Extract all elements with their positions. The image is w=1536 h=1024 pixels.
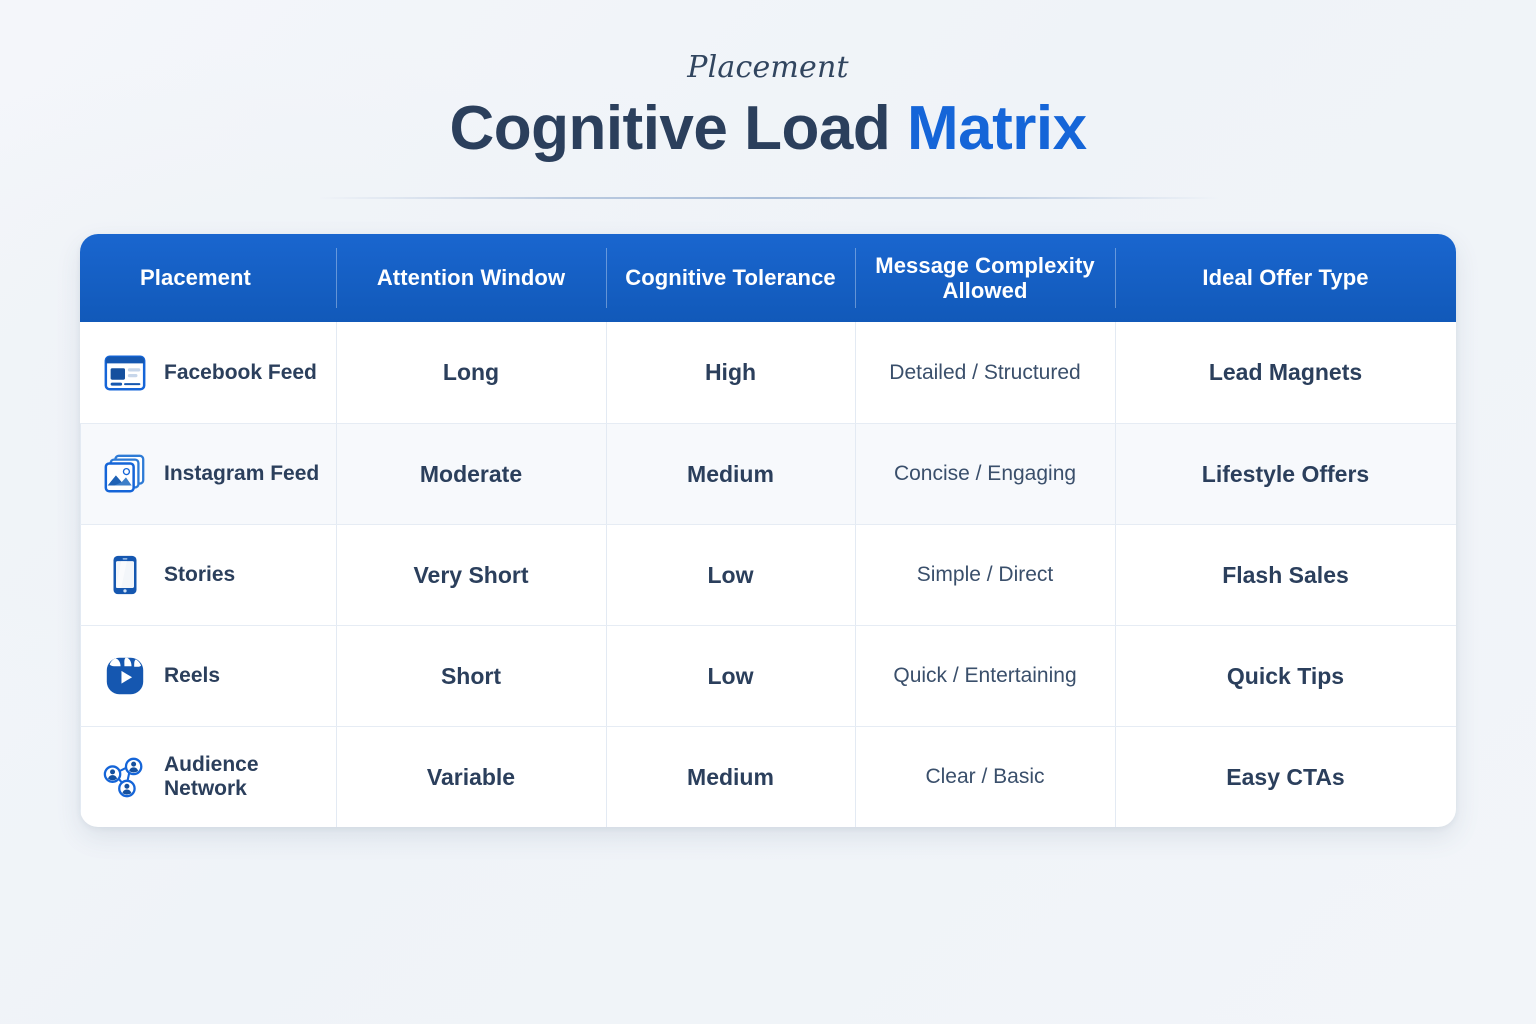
page-title-accent: Matrix xyxy=(906,94,1087,163)
cell-message-complexity: Simple / Direct xyxy=(855,524,1115,625)
placement-label: Reels xyxy=(164,664,221,688)
title-divider xyxy=(318,197,1218,200)
placement-label: Facebook Feed xyxy=(164,360,317,384)
column-header-ideal-offer-type: Ideal Offer Type xyxy=(1115,234,1456,322)
matrix-table: Placement Attention Window Cognitive Tol… xyxy=(80,234,1456,827)
audience-network-icon xyxy=(103,757,143,798)
cell-ideal-offer: Lifestyle Offers xyxy=(1115,423,1456,524)
cell-attention-window: Moderate xyxy=(336,423,606,524)
cell-attention-window: Variable xyxy=(336,726,606,827)
table-row-placement-cell[interactable]: Instagram Feed xyxy=(80,423,336,524)
placement-label: Audience Network xyxy=(164,753,259,800)
cell-ideal-offer: Easy CTAs xyxy=(1115,726,1456,827)
column-header-cognitive-tolerance: Cognitive Tolerance xyxy=(606,234,855,322)
cell-attention-window: Very Short xyxy=(336,524,606,625)
reels-play-icon xyxy=(106,657,144,695)
cell-ideal-offer: Lead Magnets xyxy=(1115,322,1456,423)
cell-ideal-offer: Flash Sales xyxy=(1115,524,1456,625)
column-header-placement: Placement xyxy=(80,234,336,322)
column-header-attention-window: Attention Window xyxy=(336,234,606,322)
table-row-placement-cell[interactable]: Reels xyxy=(80,625,336,726)
cell-cognitive-tolerance: Medium xyxy=(606,423,855,524)
cognitive-load-matrix-card: Placement Attention Window Cognitive Tol… xyxy=(80,234,1456,827)
page-title: Cognitive Load Matrix xyxy=(0,96,1536,161)
stories-phone-icon xyxy=(113,555,137,595)
table-row-placement-cell[interactable]: Audience Network xyxy=(80,726,336,827)
cell-ideal-offer: Quick Tips xyxy=(1115,625,1456,726)
cell-message-complexity: Concise / Engaging xyxy=(855,423,1115,524)
page-header: Placement Cognitive Load Matrix xyxy=(0,0,1536,200)
page-title-main: Cognitive Load xyxy=(449,94,907,163)
cell-message-complexity: Detailed / Structured xyxy=(855,322,1115,423)
instagram-feed-icon xyxy=(104,454,145,493)
cell-message-complexity: Clear / Basic xyxy=(855,726,1115,827)
cell-message-complexity: Quick / Entertaining xyxy=(855,625,1115,726)
cell-attention-window: Short xyxy=(336,625,606,726)
cell-cognitive-tolerance: Low xyxy=(606,524,855,625)
cell-attention-window: Long xyxy=(336,322,606,423)
column-header-message-complexity: Message Complexity Allowed xyxy=(855,234,1115,322)
placement-label: Stories xyxy=(164,563,236,587)
cell-cognitive-tolerance: High xyxy=(606,322,855,423)
cell-cognitive-tolerance: Low xyxy=(606,625,855,726)
cell-cognitive-tolerance: Medium xyxy=(606,726,855,827)
eyebrow-label: Placement xyxy=(687,50,849,85)
facebook-feed-icon xyxy=(104,354,146,391)
placement-label: Instagram Feed xyxy=(164,462,320,486)
table-row-placement-cell[interactable]: Facebook Feed xyxy=(80,322,336,423)
table-row-placement-cell[interactable]: Stories xyxy=(80,524,336,625)
